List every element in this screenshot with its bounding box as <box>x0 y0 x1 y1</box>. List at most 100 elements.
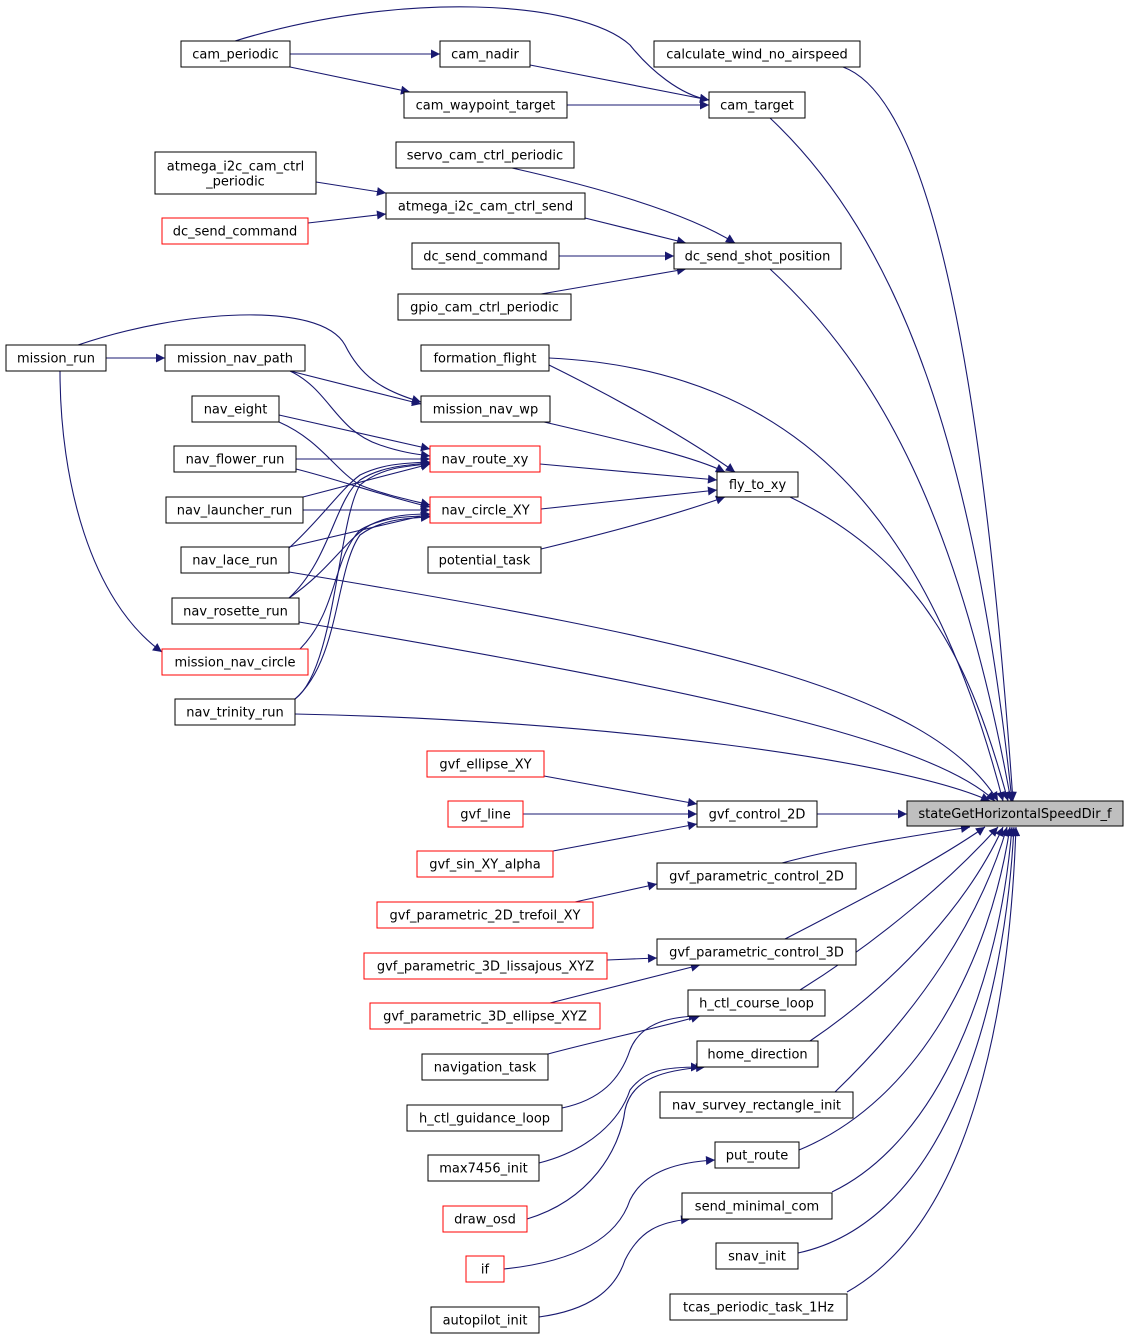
edge-atmega-send-dc-shot <box>584 217 687 246</box>
node-home-direction[interactable]: home_direction <box>696 1040 819 1068</box>
node-label: snav_init <box>728 1250 786 1265</box>
node-box <box>653 40 861 68</box>
edge-navigation-task-course <box>547 1014 701 1055</box>
node-label: gvf_parametric_3D_lissajous_XYZ <box>377 960 594 975</box>
node-dc-send-command[interactable]: dc_send_command <box>411 242 560 270</box>
node-autopilot-init[interactable]: autopilot_init <box>430 1306 540 1334</box>
edge-draw-osd-home <box>526 1063 706 1220</box>
node-send-minimal-com[interactable]: send_minimal_com <box>681 1192 833 1220</box>
node-box <box>173 445 297 473</box>
node-gvf-sin-xy-alpha[interactable]: gvf_sin_XY_alpha <box>416 850 554 878</box>
node-gvf-parametric-control-2d[interactable]: gvf_parametric_control_2D <box>656 862 857 890</box>
node-label: gpio_cam_ctrl_periodic <box>410 301 559 316</box>
node-potential-task[interactable]: potential_task <box>427 546 542 574</box>
edge-route-fly <box>539 463 718 484</box>
node-box <box>465 1255 505 1283</box>
node-label: cam_target <box>720 99 794 114</box>
node-dc-send-shot-position[interactable]: dc_send_shot_position <box>673 242 842 270</box>
node-dc-send-command-red[interactable]: dc_send_command <box>161 217 309 245</box>
edge-cam-target <box>769 117 1016 802</box>
node-mission-run[interactable]: mission_run <box>5 344 107 372</box>
nodes: stateGetHorizontalSpeedDir_f cam_periodic… <box>5 40 1124 1334</box>
node-box <box>429 496 542 524</box>
edge-sin-gvf2d <box>552 821 698 852</box>
edge-max7456-home <box>538 1062 701 1164</box>
node-label: put_route <box>726 1149 788 1164</box>
node-mission-nav-wp[interactable]: mission_nav_wp <box>420 395 551 423</box>
node-put-route[interactable]: put_route <box>714 1141 800 1169</box>
node-label: gvf_ellipse_XY <box>439 758 531 773</box>
node-gvf-parametric-3d-ellipse-xyz[interactable]: gvf_parametric_3D_ellipse_XYZ <box>369 1002 601 1030</box>
node-navigation-task[interactable]: navigation_task <box>421 1053 549 1081</box>
node-label: autopilot_init <box>443 1314 528 1329</box>
node-label: atmega_i2c_cam_ctrl_send <box>398 200 573 215</box>
node-servo-cam-ctrl-periodic[interactable]: servo_cam_ctrl_periodic <box>395 141 575 169</box>
edge-mission-run-nav-wp <box>77 314 422 404</box>
node-label: tcas_periodic_task_1Hz <box>683 1301 834 1316</box>
node-h-ctl-course-loop[interactable]: h_ctl_course_loop <box>687 989 826 1017</box>
node-label: home_direction <box>707 1048 807 1063</box>
node-label: nav_circle_XY <box>441 504 529 519</box>
node-nav-flower-run[interactable]: nav_flower_run <box>173 445 297 473</box>
node-box <box>447 800 524 828</box>
node-nav-circle-xy[interactable]: nav_circle_XY <box>429 496 542 524</box>
node-gvf-parametric-control-3d[interactable]: gvf_parametric_control_3D <box>656 938 857 966</box>
node-nav-rosette-run[interactable]: nav_rosette_run <box>171 597 300 625</box>
node-label: gvf_parametric_control_3D <box>669 946 844 961</box>
edge-potential-fly <box>540 495 726 550</box>
node-gpio-cam-ctrl-periodic[interactable]: gpio_cam_ctrl_periodic <box>397 293 572 321</box>
node-nav-survey-rectangle-init[interactable]: nav_survey_rectangle_init <box>659 1091 854 1119</box>
node-root[interactable]: stateGetHorizontalSpeedDir_f <box>906 800 1124 827</box>
node-gvf-parametric-2d-trefoil-xy[interactable]: gvf_parametric_2D_trefoil_XY <box>376 901 594 929</box>
node-label: navigation_task <box>434 1061 537 1076</box>
edge-eight-route <box>278 414 431 452</box>
node-label: nav_rosette_run <box>183 605 288 620</box>
node-nav-lace-run[interactable]: nav_lace_run <box>180 546 290 574</box>
node-box <box>687 989 826 1017</box>
node-mission-nav-path[interactable]: mission_nav_path <box>164 344 306 372</box>
edge-trefoil-param2d <box>574 881 658 903</box>
node-gvf-parametric-3d-lissajous-xyz[interactable]: gvf_parametric_3D_lissajous_XYZ <box>363 952 608 980</box>
node-gvf-control-2d[interactable]: gvf_control_2D <box>696 800 818 828</box>
edge-guidance-course <box>561 1011 699 1109</box>
node-box <box>439 40 531 68</box>
node-cam-waypoint-target[interactable]: cam_waypoint_target <box>403 91 568 119</box>
node-label: gvf_parametric_2D_trefoil_XY <box>390 909 581 924</box>
node-gvf-line[interactable]: gvf_line <box>447 800 524 828</box>
node-box <box>161 648 309 676</box>
node-snav-init[interactable]: snav_init <box>715 1242 799 1270</box>
node-tcas-periodic-task-1hz[interactable]: tcas_periodic_task_1Hz <box>669 1293 848 1321</box>
edge-flower-circle <box>295 468 431 510</box>
node-nav-eight[interactable]: nav_eight <box>191 395 280 423</box>
node-gvf-ellipse-xy[interactable]: gvf_ellipse_XY <box>426 750 545 778</box>
node-atmega-i2c-cam-ctrl-periodic[interactable]: atmega_i2c_cam_ctrl_periodic <box>154 151 317 195</box>
node-box <box>397 293 572 321</box>
node-if[interactable]: if <box>465 1255 505 1283</box>
node-box <box>420 395 551 423</box>
node-box <box>715 1242 799 1270</box>
node-box <box>174 698 296 726</box>
node-cam-target[interactable]: cam_target <box>708 91 806 119</box>
edge-mission-nav-circle-circle <box>299 511 431 650</box>
node-atmega-i2c-cam-ctrl-send[interactable]: atmega_i2c_cam_ctrl_send <box>385 192 586 220</box>
node-fly-to-xy[interactable]: fly_to_xy <box>716 471 799 498</box>
node-label: nav_eight <box>204 403 268 418</box>
node-calculate-wind-no-airspeed[interactable]: calculate_wind_no_airspeed <box>653 40 861 68</box>
node-cam-nadir[interactable]: cam_nadir <box>439 40 531 68</box>
node-nav-launcher-run[interactable]: nav_launcher_run <box>165 496 304 524</box>
edge-cam-periodic-cam-target <box>234 6 710 103</box>
node-nav-trinity-run[interactable]: nav_trinity_run <box>174 698 296 726</box>
node-label: nav_lace_run <box>192 554 277 569</box>
node-mission-nav-circle[interactable]: mission_nav_circle <box>161 648 309 676</box>
node-box <box>406 1104 563 1132</box>
node-nav-route-xy[interactable]: nav_route_xy <box>429 445 541 473</box>
node-draw-osd[interactable]: draw_osd <box>442 1205 528 1233</box>
node-h-ctl-guidance-loop[interactable]: h_ctl_guidance_loop <box>406 1104 563 1132</box>
node-formation-flight[interactable]: formation_flight <box>420 344 550 372</box>
node-box <box>191 395 280 423</box>
edge-trinity-route <box>294 460 431 700</box>
edge-gvf-parametric-control-2d <box>781 823 971 864</box>
node-cam-periodic[interactable]: cam_periodic <box>180 40 291 68</box>
node-max7456-init[interactable]: max7456_init <box>427 1154 540 1182</box>
node-box <box>716 471 799 498</box>
